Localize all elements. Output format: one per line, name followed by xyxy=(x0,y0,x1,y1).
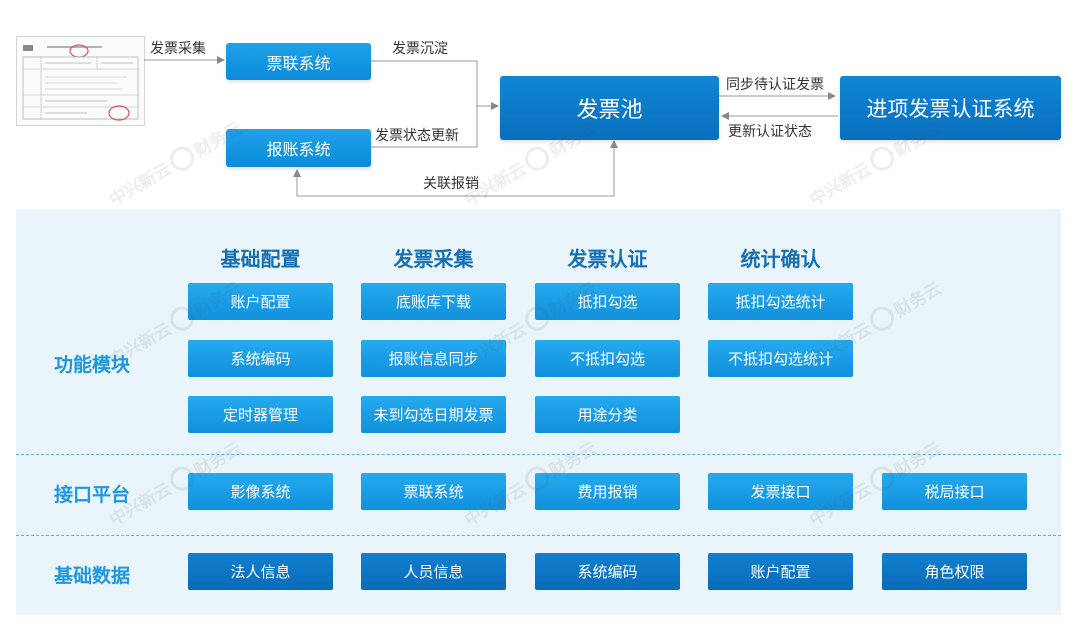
column-title: 基础配置 xyxy=(220,247,301,271)
module-item[interactable]: 用途分类 xyxy=(535,396,680,433)
divider-2 xyxy=(16,535,1061,536)
collect-label: 发票采集 xyxy=(150,41,206,57)
module-item[interactable]: 未到勾选日期发票 xyxy=(361,396,506,433)
flow-arrows xyxy=(144,56,838,197)
module-item[interactable]: 不抵扣勾选 xyxy=(535,340,680,377)
piaolian-system-box[interactable]: 票联系统 xyxy=(226,43,371,80)
module-item[interactable]: 抵扣勾选统计 xyxy=(708,283,853,320)
base-data-item[interactable]: 账户配置 xyxy=(708,553,853,590)
module-item[interactable]: 账户配置 xyxy=(188,283,333,320)
interface-item[interactable]: 税局接口 xyxy=(882,473,1027,510)
section-base-data-title: 基础数据 xyxy=(54,565,131,587)
interface-item[interactable]: 发票接口 xyxy=(708,473,853,510)
base-data-item[interactable]: 角色权限 xyxy=(882,553,1027,590)
base-data-item[interactable]: 法人信息 xyxy=(188,553,333,590)
settle-label: 发票沉淀 xyxy=(392,41,448,57)
module-item[interactable]: 系统编码 xyxy=(188,340,333,377)
input-invoice-auth-system-box[interactable]: 进项发票认证系统 xyxy=(840,76,1061,140)
column-title: 发票认证 xyxy=(567,247,648,271)
module-item[interactable]: 底账库下载 xyxy=(361,283,506,320)
module-item[interactable]: 定时器管理 xyxy=(188,396,333,433)
update-auth-label: 更新认证状态 xyxy=(728,124,812,140)
reimburse-system-box[interactable]: 报账系统 xyxy=(226,129,371,167)
invoice-pool-box[interactable]: 发票池 xyxy=(500,76,719,140)
invoice-image xyxy=(16,36,145,126)
base-data-item[interactable]: 系统编码 xyxy=(535,553,680,590)
column-title: 发票采集 xyxy=(393,247,474,271)
status-update-label: 发票状态更新 xyxy=(375,128,459,144)
divider-1 xyxy=(16,454,1061,455)
sync-pending-label: 同步待认证发票 xyxy=(726,77,824,93)
interface-item[interactable]: 票联系统 xyxy=(361,473,506,510)
module-item[interactable]: 抵扣勾选 xyxy=(535,283,680,320)
base-data-item[interactable]: 人员信息 xyxy=(361,553,506,590)
column-title: 统计确认 xyxy=(740,247,821,271)
interface-item[interactable]: 费用报销 xyxy=(535,473,680,510)
section-modules-title: 功能模块 xyxy=(54,354,131,376)
interface-item[interactable]: 影像系统 xyxy=(188,473,333,510)
section-interface-title: 接口平台 xyxy=(54,484,131,506)
link-reimburse-label: 关联报销 xyxy=(423,176,479,192)
module-item[interactable]: 报账信息同步 xyxy=(361,340,506,377)
module-item[interactable]: 不抵扣勾选统计 xyxy=(708,340,853,377)
